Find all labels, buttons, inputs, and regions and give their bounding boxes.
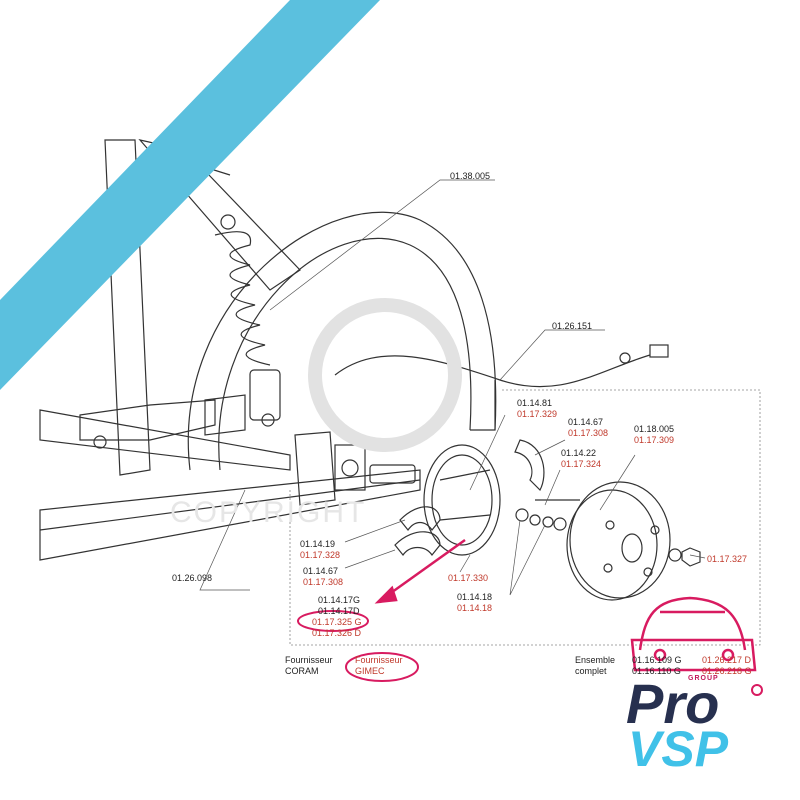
brake-shoe-left2 [394,531,441,556]
label-01-17-327: 01.17.327 [707,554,748,564]
legend-gimec-line2: GIMEC [355,666,385,676]
copyright-watermark-text: COPYRIGHT [170,496,367,529]
highlight-circle-part [297,610,369,632]
label-01-14-19: 01.14.19 [300,539,336,549]
label-01-14-81: 01.14.81 [517,398,553,408]
legend-coram-line1: Fournisseur [285,655,333,665]
label-01-14-67-top: 01.14.67 [568,417,604,427]
label-frame: 01.26.098 [172,573,213,583]
frame-tube-left [104,139,151,476]
highlight-arrow [374,538,466,604]
label-01-26-218g: 01.26.218 G [702,666,752,676]
wheel-arch-inner [218,237,472,471]
label-arch: 01.38.005 [450,171,491,181]
label-01-16-109g: 01.16.109 G [632,655,682,665]
brake-shoe-top [514,439,545,491]
label-cable: 01.26.151 [552,321,593,331]
legend-gimec-line1: Fournisseur [355,655,403,665]
label-01-17-308-bottom: 01.17.308 [303,577,344,587]
logo-pro-text: Pro [626,672,720,735]
frame-rail-inner [39,479,421,531]
car-logo-icon [630,596,757,672]
brake-cable [334,354,651,388]
axle-mount [294,431,336,506]
label-01-14-18-b: 01.14.18 [457,603,493,613]
label-01-17-309: 01.17.309 [634,435,675,445]
highlight-circle-supplier [345,652,419,682]
label-01-14-22: 01.14.22 [561,448,597,458]
backing-plate [423,444,501,556]
copyright-watermark-icon [308,298,462,452]
label-01-17-330: 01.17.330 [448,573,489,583]
frame-rail [39,469,421,561]
assembly-boundary [289,389,761,646]
label-01-17-329: 01.17.329 [517,409,558,419]
stub-axle [369,464,416,484]
brake-shoe-left [399,506,441,532]
label-01-14-17d: 01.14.17D [318,606,360,616]
label-01-14-17g: 01.14.17G [318,595,361,605]
arm-bracket [79,399,216,441]
trailing-arm [39,409,291,471]
label-01-17-328: 01.17.328 [300,550,341,560]
legend-ensemble-line2: complet [575,666,607,676]
logo-vsp-text: VSP [628,721,729,777]
label-01-18-005: 01.18.005 [634,424,675,434]
wheel-arch-outer [187,211,497,471]
label-01-17-325g: 01.17.325 G [312,617,362,627]
label-01-14-67-bottom: 01.14.67 [303,566,339,576]
diagonal-banner [0,0,380,390]
label-01-17-326d: 01.17.326 D [312,628,362,638]
legend-coram-line2: CORAM [285,666,319,676]
shock-body [249,369,281,421]
label-01-16-110g: 01.16.110 G [632,666,681,676]
logo-group-text: GROUP [688,675,719,682]
hub-bracket [204,394,246,436]
label-01-17-324: 01.17.324 [561,459,602,469]
label-01-26-217d: 01.26.217 D [702,655,752,665]
label-01-17-308-top: 01.17.308 [568,428,609,438]
label-01-14-18-a: 01.14.18 [457,592,493,602]
brake-drum [569,481,671,599]
shock-spring [214,231,271,366]
legend-ensemble-line1: Ensemble [575,655,616,665]
